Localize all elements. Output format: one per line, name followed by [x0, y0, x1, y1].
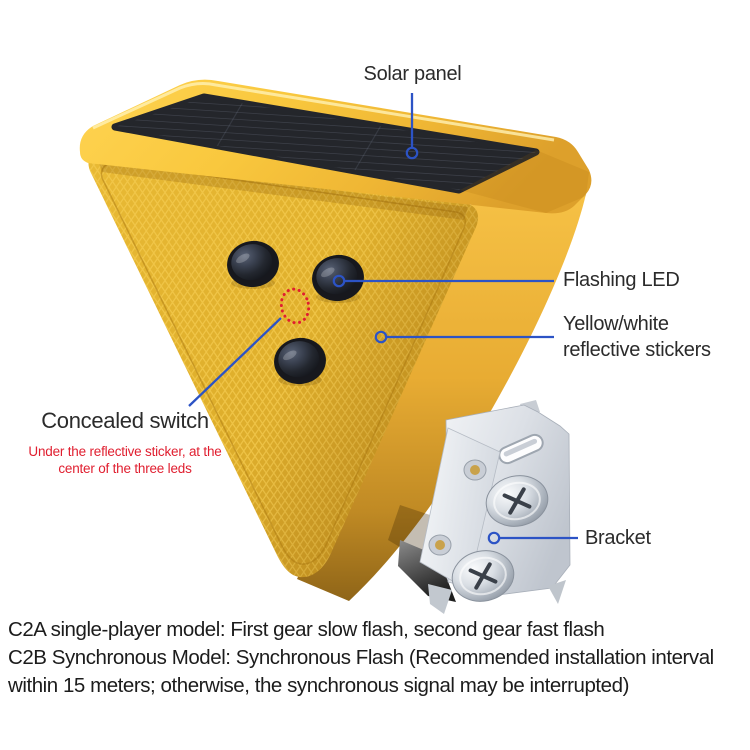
bracket-bottom-tab: [548, 580, 566, 604]
bracket-marker: [487, 531, 501, 545]
solar-panel-label: Solar panel: [363, 63, 462, 85]
concealed-switch-leader: [188, 317, 282, 407]
phillips-screw: [451, 550, 515, 602]
phillips-screw: [485, 475, 549, 527]
concealed-switch-note: Under the reflective sticker, at the cen…: [28, 444, 222, 476]
led-top-right: [312, 254, 364, 303]
model-description: C2A single-player model: First gear slow…: [8, 616, 714, 700]
washer-screw: [463, 459, 487, 481]
device-side-face: [297, 194, 586, 601]
callout-lines: [188, 93, 578, 545]
bracket-part: [419, 400, 571, 614]
flashing-led-marker: [332, 274, 346, 288]
reflective-stickers-label: Yellow/white reflective stickers: [563, 313, 711, 361]
bracket-bottom-tab: [428, 584, 452, 614]
solar-panel-marker: [405, 146, 419, 160]
concealed-switch-marker: [279, 287, 311, 325]
cap-right-end-shade: [460, 150, 589, 213]
model-description-line: within 15 meters; otherwise, the synchro…: [8, 674, 629, 697]
sticker-inner-border: [100, 161, 467, 565]
flashing-led-label: Flashing LED: [563, 269, 680, 291]
led-bottom: [274, 337, 326, 386]
stickers-marker: [374, 330, 388, 344]
solar-panel-surface: [111, 93, 540, 194]
model-description-line: C2A single-player model: First gear slow…: [8, 618, 605, 641]
bracket-label: Bracket: [585, 527, 651, 549]
bracket-slot: [498, 433, 544, 465]
mount-shadow-piece: [398, 540, 456, 602]
led-top-left: [227, 240, 279, 289]
model-description-line: C2B Synchronous Model: Synchronous Flash…: [8, 646, 714, 669]
washer-screw: [428, 534, 452, 556]
solar-panel-cap: [79, 79, 592, 214]
under-cap-shadow: [98, 160, 468, 220]
concealed-switch-label: Concealed switch: [41, 408, 209, 433]
